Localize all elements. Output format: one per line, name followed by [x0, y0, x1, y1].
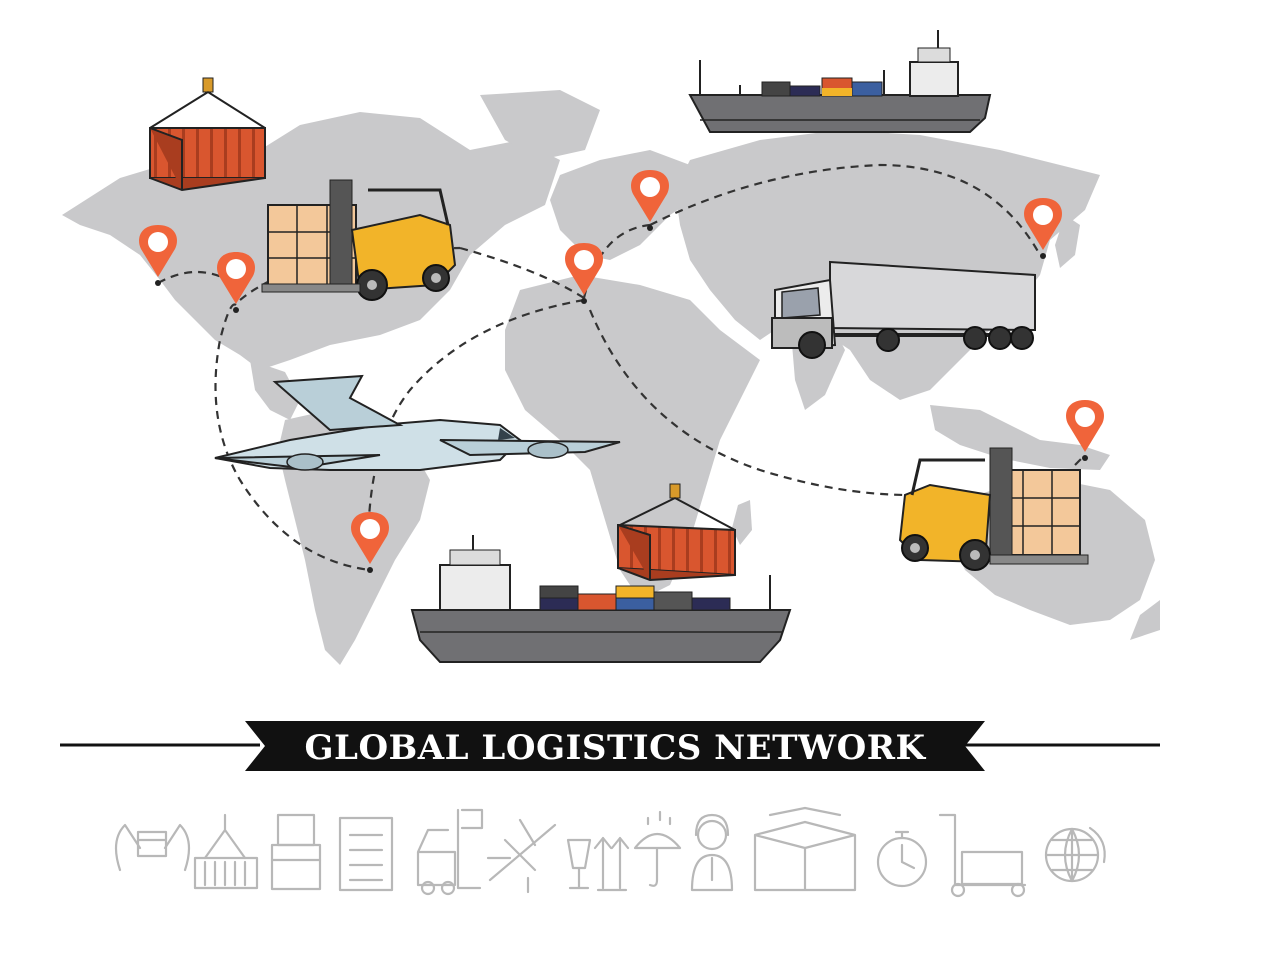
- crane-container-icon: [193, 813, 259, 890]
- stacked-boxes-icon: [753, 806, 857, 892]
- cargo-ship-bottom: [410, 535, 792, 663]
- airplane-icon: [486, 818, 557, 894]
- hanging-container-africa: [617, 483, 736, 582]
- hands-package-icon: [114, 823, 191, 872]
- semi-truck: [771, 260, 1036, 359]
- this-way-up-icon: [593, 836, 630, 892]
- checklist-icon: [338, 816, 394, 892]
- forklift-australia: [898, 447, 1089, 571]
- hand-truck-icon: [938, 813, 1027, 898]
- cargo-plane: [214, 374, 621, 471]
- operator-headset-icon: [690, 813, 734, 892]
- stopwatch-icon: [876, 830, 928, 888]
- banner-title: GLOBAL LOGISTICS NETWORK: [305, 728, 927, 768]
- forklift-north-america: [261, 179, 457, 301]
- logistics-icon-row: [114, 806, 1106, 898]
- forklift-icon: [416, 808, 484, 896]
- parcel-stack-icon: [270, 813, 322, 891]
- title-banner: GLOBAL LOGISTICS NETWORK: [60, 721, 1160, 771]
- globe-icon: [1044, 826, 1106, 883]
- hanging-container-north-america: [149, 77, 266, 192]
- cargo-ship-top: [688, 30, 992, 133]
- fragile-glass-icon: [566, 838, 592, 890]
- keep-dry-umbrella-icon: [633, 810, 682, 887]
